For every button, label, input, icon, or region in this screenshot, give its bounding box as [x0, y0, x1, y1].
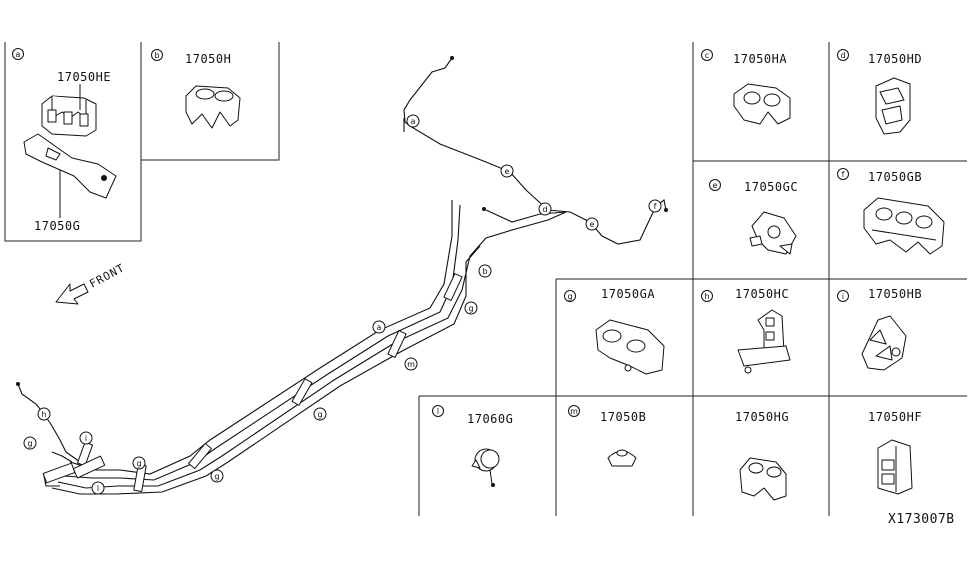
- diagram-reference-number: X173007B: [888, 512, 955, 527]
- clip-17050he-drawing: [41, 84, 97, 137]
- clip-17060g-drawing: [471, 448, 500, 487]
- callout-f-2: g: [313, 407, 327, 421]
- clip-17050hb-drawing: [861, 315, 907, 371]
- svg-text:m: m: [407, 360, 415, 369]
- front-arrow-icon: [55, 283, 89, 305]
- callout-a-upper: a: [406, 114, 420, 128]
- panel-letter-m: m: [568, 405, 580, 417]
- callout-f-1: g: [464, 301, 478, 315]
- svg-text:g: g: [567, 292, 572, 301]
- part-number-17050hc: 17050HC: [735, 287, 789, 301]
- callout-d-lower: e: [585, 217, 599, 231]
- svg-text:h: h: [41, 410, 46, 419]
- svg-text:f: f: [654, 202, 657, 211]
- svg-text:e: e: [590, 220, 595, 229]
- svg-text:h: h: [704, 292, 709, 301]
- svg-text:a: a: [411, 117, 416, 126]
- panel-letter-g: g: [564, 290, 576, 302]
- clip-17050ga-drawing: [595, 319, 665, 375]
- callout-e: f: [648, 199, 662, 213]
- part-number-17050hf: 17050HF: [868, 410, 922, 424]
- part-number-17050hd: 17050HD: [868, 52, 922, 66]
- part-number-17050hg: 17050HG: [735, 410, 789, 424]
- clip-17050gb-drawing: [863, 197, 945, 255]
- svg-text:m: m: [570, 407, 578, 416]
- panel-letter-l: l: [432, 405, 444, 417]
- svg-text:d: d: [840, 51, 845, 60]
- part-number-17050ha: 17050HA: [733, 52, 787, 66]
- part-number-17050gc: 17050GC: [744, 180, 798, 194]
- callout-d-upper: e: [500, 164, 514, 178]
- callout-g: g: [23, 436, 37, 450]
- panel-letter-b: b: [151, 49, 163, 61]
- fuel-pipe-assembly: [16, 56, 668, 495]
- grommet-17050b-drawing: [607, 449, 637, 467]
- callout-a-lower: a: [372, 320, 386, 334]
- part-number-17050gb: 17050GB: [868, 170, 922, 184]
- callout-i: i: [79, 431, 93, 445]
- callout-f-4: g: [132, 456, 146, 470]
- clip-17050hg-drawing: [739, 457, 787, 501]
- clip-17050hf-drawing: [877, 439, 913, 495]
- svg-text:b: b: [154, 51, 159, 60]
- part-number-17050ga: 17050GA: [601, 287, 655, 301]
- svg-text:g: g: [468, 304, 473, 313]
- clip-17050h-drawing: [185, 85, 241, 129]
- callout-c: d: [538, 202, 552, 216]
- svg-text:a: a: [377, 323, 382, 332]
- callout-m: m: [404, 357, 418, 371]
- callout-l: l: [91, 481, 105, 495]
- svg-text:i: i: [85, 434, 87, 443]
- clip-17050hc-drawing: [737, 309, 791, 374]
- svg-text:g: g: [136, 459, 141, 468]
- panel-letter-e: e: [709, 179, 721, 191]
- svg-text:l: l: [97, 484, 99, 493]
- clip-17050ha-drawing: [733, 83, 791, 125]
- svg-text:g: g: [27, 439, 32, 448]
- panel-letter-d: d: [837, 49, 849, 61]
- svg-text:f: f: [842, 170, 845, 179]
- callout-f-3: g: [210, 469, 224, 483]
- callout-h: h: [37, 407, 51, 421]
- svg-text:e: e: [713, 181, 718, 190]
- svg-text:c: c: [705, 51, 709, 60]
- bracket-17050g-drawing: [23, 133, 117, 218]
- svg-text:g: g: [214, 472, 219, 481]
- part-number-17050he: 17050HE: [57, 70, 111, 84]
- front-label: FRONT: [87, 261, 127, 290]
- part-number-17060g: 17060G: [467, 412, 513, 426]
- panel-letter-i: i: [837, 290, 849, 302]
- svg-text:d: d: [542, 205, 547, 214]
- part-number-17050g: 17050G: [34, 219, 80, 233]
- panel-grid: [4, 42, 967, 516]
- clip-17050gc-drawing: [749, 211, 797, 255]
- part-number-17050b: 17050B: [600, 410, 646, 424]
- front-direction-indicator: FRONT: [55, 261, 127, 305]
- panel-letter-h: h: [701, 290, 713, 302]
- svg-text:b: b: [482, 267, 487, 276]
- panel-letter-f: f: [837, 168, 849, 180]
- svg-text:l: l: [437, 407, 439, 416]
- part-number-17050hb: 17050HB: [868, 287, 922, 301]
- panel-letter-c: c: [701, 49, 713, 61]
- part-number-17050h: 17050H: [185, 52, 231, 66]
- svg-text:g: g: [317, 410, 322, 419]
- clip-17050hd-drawing: [875, 77, 911, 135]
- svg-text:e: e: [505, 167, 510, 176]
- svg-text:a: a: [16, 50, 21, 59]
- svg-text:i: i: [842, 292, 844, 301]
- callout-b: b: [478, 264, 492, 278]
- panel-letter-a: a: [12, 48, 24, 60]
